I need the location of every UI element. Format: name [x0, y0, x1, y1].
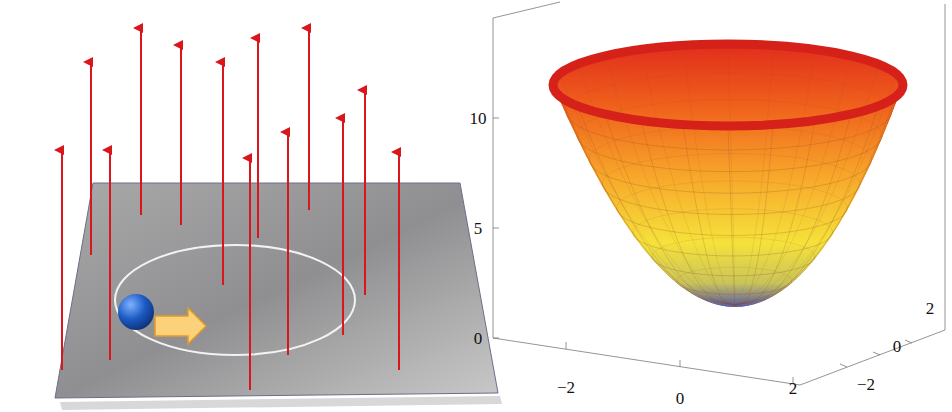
- axis-tick-label: 0: [474, 330, 483, 347]
- grid-meridian: [735, 114, 851, 305]
- grid-meridian: [641, 49, 735, 305]
- field-arrow: [287, 132, 289, 355]
- grid-meridian: [735, 49, 815, 305]
- field-arrow: [180, 45, 182, 225]
- paraboloid-rim: [553, 44, 903, 126]
- grid-meridian: [577, 106, 735, 305]
- grid-meridian: [735, 45, 773, 305]
- field-arrows: [62, 28, 399, 390]
- field-arrow: [222, 62, 224, 285]
- field-arrow: [398, 152, 400, 370]
- field-arrow: [140, 28, 142, 215]
- axis-tick-label: −2: [557, 379, 575, 396]
- axis-tick-label: 5: [474, 220, 483, 237]
- axes-box: [493, 2, 945, 385]
- grid-meridian: [735, 106, 879, 305]
- grid-meridian: [735, 64, 879, 305]
- plane-shadow: [60, 396, 502, 410]
- field-arrow: [308, 28, 310, 210]
- grid-meridian: [728, 126, 735, 305]
- axis-tick-label: 2: [789, 380, 798, 397]
- grid-meridian: [683, 125, 735, 305]
- paraboloid-surface: [555, 45, 902, 307]
- field-arrow: [109, 150, 111, 360]
- grid-meridian: [683, 45, 735, 305]
- axis-tick-label: 0: [676, 390, 685, 407]
- grid-meridian: [577, 64, 735, 305]
- axis-tick-label: −2: [857, 376, 875, 393]
- field-arrow: [249, 158, 251, 390]
- surface-grid: [554, 44, 902, 305]
- field-arrow: [364, 90, 366, 295]
- grid-meridian: [735, 56, 851, 305]
- axis-tick-label: 0: [893, 338, 902, 355]
- field-arrow: [342, 118, 344, 335]
- charged-ball: [118, 294, 154, 330]
- plane: [55, 183, 498, 398]
- grid-meridian: [605, 114, 735, 305]
- field-arrow: [257, 38, 259, 238]
- axis-tick-label: 10: [470, 110, 487, 127]
- orbit: [115, 245, 355, 355]
- grid-meridian: [605, 56, 735, 305]
- field-arrow: [90, 62, 92, 255]
- grid-meridian: [728, 44, 735, 305]
- axis-tick-label: 2: [926, 300, 935, 317]
- field-arrow: [61, 150, 63, 370]
- velocity-arrow: [155, 308, 206, 344]
- grid-meridian: [735, 125, 773, 305]
